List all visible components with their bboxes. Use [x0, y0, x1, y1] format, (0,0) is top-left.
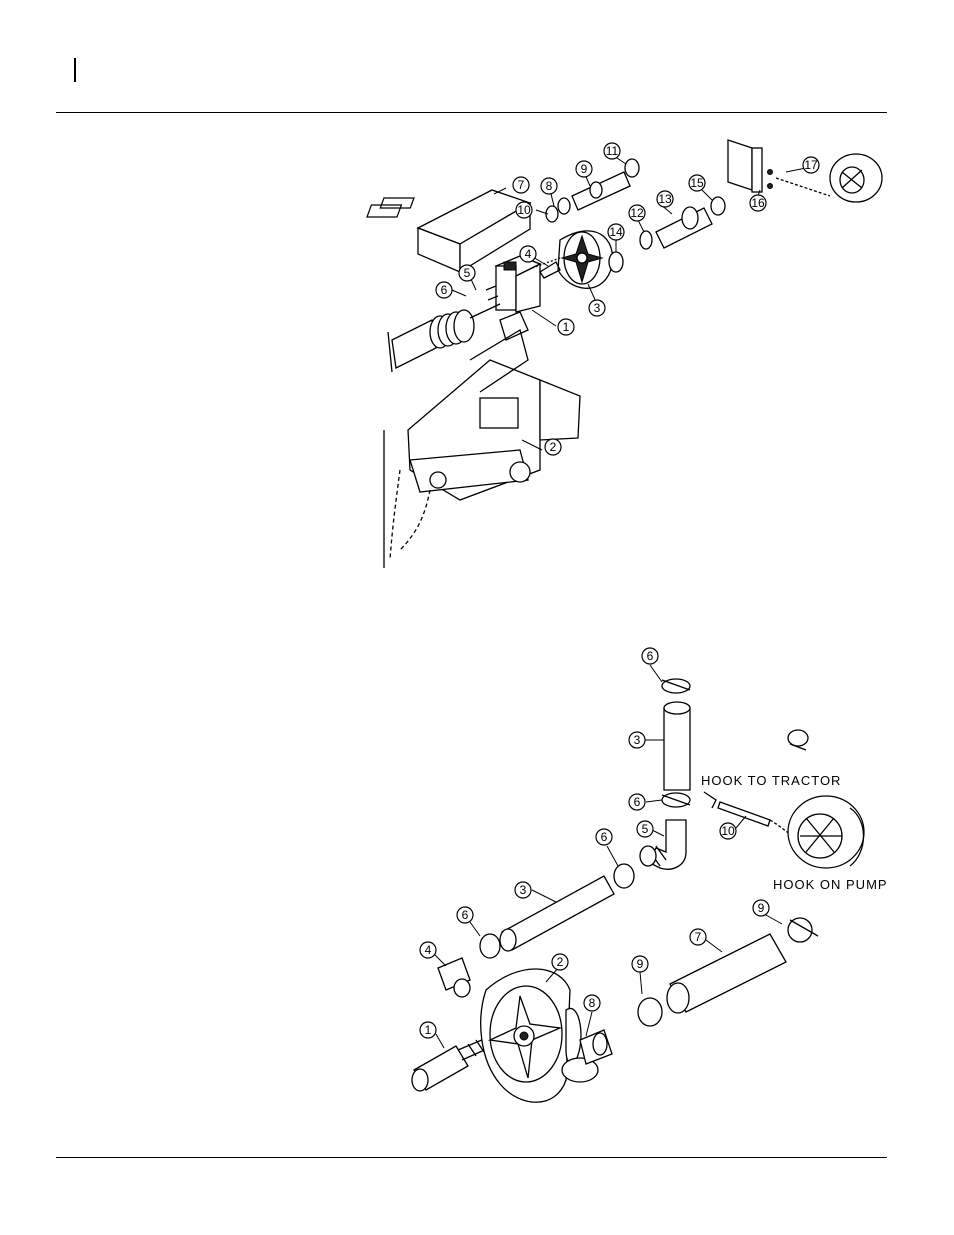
vertical-hose-drawing [662, 679, 690, 807]
svg-text:2: 2 [557, 955, 564, 969]
callout-6-middle: 6 [596, 829, 612, 845]
svg-text:12: 12 [630, 206, 644, 220]
svg-text:13: 13 [658, 192, 672, 206]
svg-text:5: 5 [642, 822, 649, 836]
callout-8: 8 [541, 178, 557, 194]
discharge-hose-parts-drawing [609, 197, 725, 272]
roller-pump-drawing [481, 969, 612, 1102]
callout-1: 1 [420, 1022, 436, 1038]
callout-13: 13 [657, 191, 673, 207]
svg-text:8: 8 [589, 996, 596, 1010]
svg-text:6: 6 [441, 283, 448, 297]
svg-text:1: 1 [563, 320, 570, 334]
hose-barb-drawing [438, 958, 470, 997]
callout-9-pump: 9 [632, 956, 648, 972]
svg-text:5: 5 [464, 266, 471, 280]
elbow-fitting-drawing [648, 820, 686, 869]
callout-7: 7 [690, 929, 706, 945]
callout-5: 5 [459, 265, 475, 281]
svg-text:4: 4 [525, 247, 532, 261]
svg-text:16: 16 [751, 196, 765, 210]
discharge-hose-drawing [638, 918, 818, 1026]
mount-bracket-drawing [486, 256, 540, 312]
svg-text:10: 10 [721, 824, 735, 838]
svg-text:6: 6 [634, 795, 641, 809]
callout-4: 4 [520, 246, 536, 262]
callout-6-left: 6 [457, 907, 473, 923]
svg-text:8: 8 [546, 179, 553, 193]
callout-12: 12 [629, 205, 645, 221]
callout-4: 4 [420, 942, 436, 958]
svg-text:14: 14 [609, 225, 623, 239]
footer-rule [56, 1157, 887, 1158]
callout-10: 10 [516, 202, 532, 218]
svg-text:3: 3 [520, 883, 527, 897]
svg-text:2: 2 [550, 440, 557, 454]
svg-text:9: 9 [637, 957, 644, 971]
svg-text:15: 15 [690, 176, 704, 190]
callout-3: 3 [589, 300, 605, 316]
svg-text:6: 6 [601, 830, 608, 844]
callout-15: 15 [689, 175, 705, 191]
hook-to-tractor-label: HOOK TO TRACTOR [701, 773, 841, 788]
callout-6: 6 [436, 282, 452, 298]
hair-pin-drawing [788, 730, 808, 750]
svg-text:1: 1 [425, 1023, 432, 1037]
svg-text:6: 6 [647, 649, 654, 663]
callout-2: 2 [552, 954, 568, 970]
callout-1: 1 [558, 319, 574, 335]
svg-text:9: 9 [758, 901, 765, 915]
svg-text:7: 7 [518, 178, 525, 192]
callout-2: 2 [545, 439, 561, 455]
svg-text:7: 7 [695, 930, 702, 944]
callout-11: 11 [604, 143, 620, 159]
svg-text:3: 3 [634, 733, 641, 747]
callout-17: 17 [803, 157, 819, 173]
callout-16: 16 [750, 195, 766, 211]
middle-hose-drawing [480, 846, 656, 958]
callout-6-lower: 6 [629, 794, 645, 810]
svg-text:17: 17 [804, 158, 818, 172]
pump-shaft-drawing [412, 1034, 498, 1091]
svg-text:4: 4 [425, 943, 432, 957]
callout-14: 14 [608, 224, 624, 240]
callout-3-middle: 3 [515, 882, 531, 898]
callout-6-top: 6 [642, 648, 658, 664]
svg-text:9: 9 [581, 162, 588, 176]
callout-7: 7 [513, 177, 529, 193]
cover-shield-drawing [367, 190, 530, 272]
hook-on-pump-label: HOOK ON PUMP [773, 877, 888, 892]
svg-text:6: 6 [462, 908, 469, 922]
callout-9: 9 [576, 161, 592, 177]
svg-text:10: 10 [517, 203, 531, 217]
leader-lines-fig2 [432, 665, 782, 1048]
svg-text:3: 3 [594, 301, 601, 315]
callout-9-end: 9 [753, 900, 769, 916]
pump-body-drawing [532, 231, 613, 288]
pump-mount-exploded-diagram: 1 2 3 4 5 6 7 8 9 10 11 12 13 14 15 16 1… [0, 0, 954, 600]
pto-shaft-drawing [392, 304, 500, 368]
callout-10: 10 [720, 823, 736, 839]
hook-chain-drawing [704, 792, 864, 868]
callout-8: 8 [584, 995, 600, 1011]
svg-text:11: 11 [606, 144, 619, 158]
callout-5: 5 [637, 821, 653, 837]
callout-3-vertical: 3 [629, 732, 645, 748]
